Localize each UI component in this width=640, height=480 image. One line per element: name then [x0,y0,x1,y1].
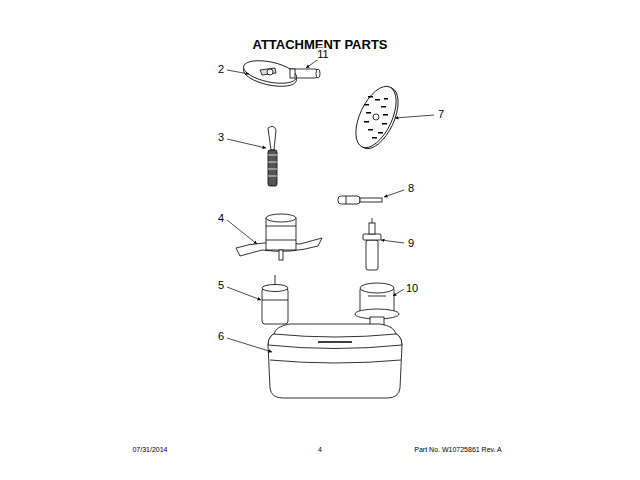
drive-stem [338,196,382,204]
footer-text: Part No. W10725861 Rev. A [414,446,501,454]
cleaning-brush [268,126,277,186]
slicing-disc [242,57,320,91]
callout-number: 7 [437,108,445,120]
footer-text: 4 [318,446,322,454]
callout-number: 2 [217,63,225,75]
storage-case [268,324,402,398]
leader-lines [227,58,434,352]
callout-number: 5 [217,279,225,291]
multipurpose-blade [236,214,322,260]
footer-text: 07/31/2014 [132,446,167,454]
callout-number: 9 [407,237,415,249]
callout-number: 8 [407,182,415,194]
callout-number: 4 [217,212,225,224]
spindle [363,218,381,270]
callout-number: 3 [217,131,225,143]
callout-number: 6 [217,330,225,342]
callout-number: 11 [316,48,329,60]
adapter [262,275,288,324]
callout-number: 10 [405,282,419,294]
